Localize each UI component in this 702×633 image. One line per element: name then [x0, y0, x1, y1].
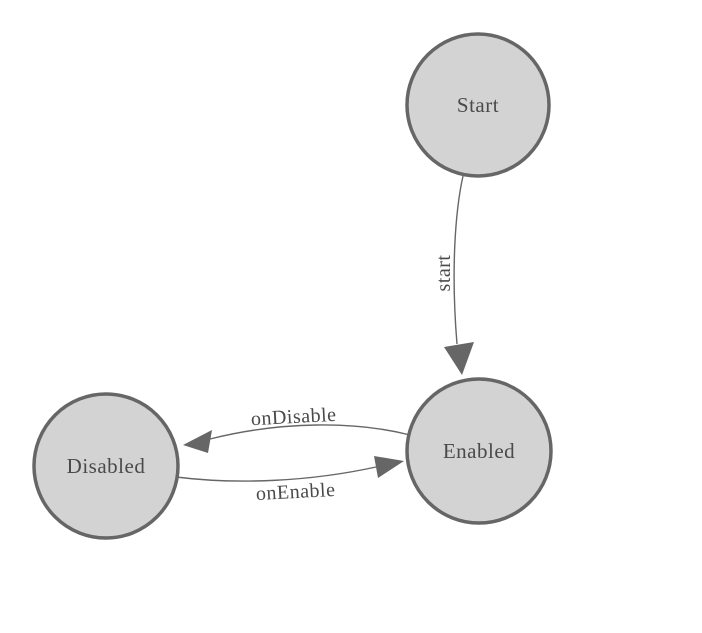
arrowhead-left-icon [183, 430, 212, 453]
state-node-disabled-label: Disabled [67, 454, 146, 478]
arrowhead-down-icon [444, 342, 474, 375]
transition-onenable-label: onEnable [255, 479, 336, 505]
transition-onenable: onEnable [175, 456, 404, 505]
state-node-start-label: Start [457, 93, 499, 117]
transition-ondisable-line [209, 424, 411, 440]
state-node-start-circle[interactable] [405, 32, 551, 178]
state-node-start[interactable]: Start [405, 32, 551, 178]
state-node-disabled-circle[interactable] [32, 392, 180, 540]
arrowhead-right-icon [374, 456, 404, 478]
state-node-disabled[interactable]: Disabled [32, 392, 180, 540]
transition-ondisable: onDisable [183, 404, 411, 453]
state-node-enabled-circle[interactable] [405, 377, 553, 525]
transition-ondisable-label: onDisable [250, 404, 337, 430]
state-node-enabled-label: Enabled [443, 439, 515, 463]
transition-start-line [453, 175, 464, 345]
transition-start-label: start [433, 255, 455, 292]
transition-start: start [433, 175, 474, 375]
state-node-enabled[interactable]: Enabled [405, 377, 553, 525]
transition-onenable-line [175, 466, 377, 482]
